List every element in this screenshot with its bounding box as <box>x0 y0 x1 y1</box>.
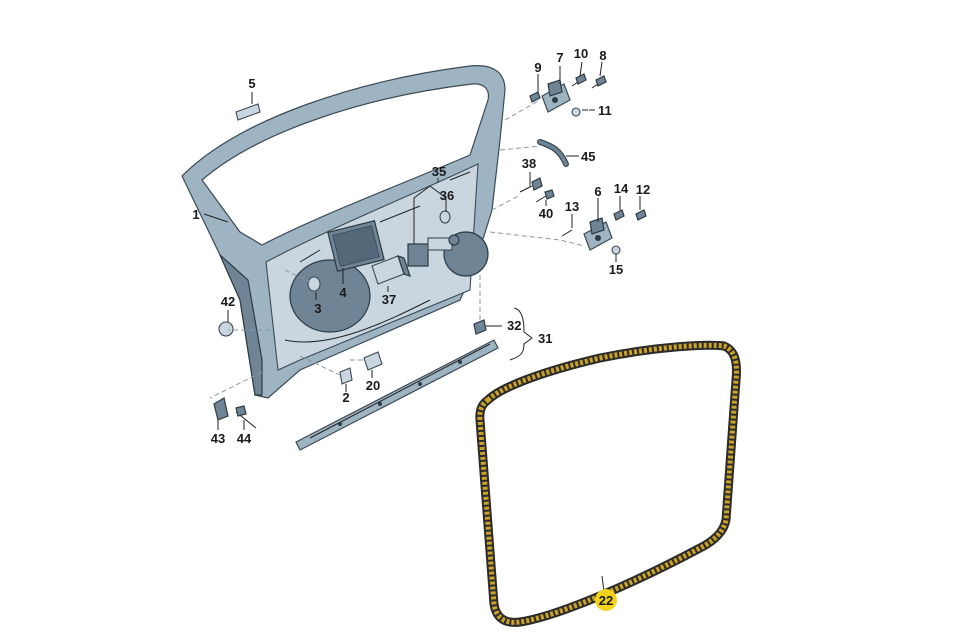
part-4-pad <box>327 220 385 272</box>
assembly-dashed-lines <box>209 99 585 399</box>
part-37-box <box>371 255 411 285</box>
part-22-seal <box>475 340 741 627</box>
callout-5: 5 <box>248 76 255 91</box>
callout-labels: 1 2 3 4 5 6 7 8 9 10 11 12 13 14 15 20 2… <box>192 46 650 608</box>
part-31-strip <box>295 319 499 451</box>
callout-43: 43 <box>211 431 225 446</box>
callout-45: 45 <box>581 149 595 164</box>
callout-38: 38 <box>522 156 536 171</box>
part-3-grommet <box>307 276 321 292</box>
callout-2: 2 <box>342 390 349 405</box>
callout-22: 22 <box>599 593 613 608</box>
callout-40: 40 <box>539 206 553 221</box>
part-7-hinge <box>541 79 571 113</box>
callout-6: 6 <box>594 184 601 199</box>
callout-36: 36 <box>440 188 454 203</box>
callout-4: 4 <box>339 285 347 300</box>
callout-32: 32 <box>507 318 521 333</box>
part-43-bracket <box>213 397 229 421</box>
callout-1: 1 <box>192 207 199 222</box>
callout-35: 35 <box>432 164 446 179</box>
callout-3: 3 <box>314 301 321 316</box>
label-dashes <box>576 109 595 157</box>
callout-20: 20 <box>366 378 380 393</box>
callout-9: 9 <box>534 60 541 75</box>
part-35-lock <box>407 234 460 267</box>
callout-11: 11 <box>598 103 612 118</box>
part-36-ring <box>439 210 451 224</box>
part-5-cap <box>235 103 261 121</box>
callout-22-highlight <box>595 589 617 611</box>
callout-14: 14 <box>614 181 629 196</box>
callout-10: 10 <box>574 46 588 61</box>
leader-lines <box>203 61 641 593</box>
callout-37: 37 <box>382 292 396 307</box>
callout-12: 12 <box>636 182 650 197</box>
part-20-clip <box>363 351 383 371</box>
callout-7: 7 <box>556 50 563 65</box>
part-42-plug <box>218 321 234 337</box>
part-45-hose <box>537 139 569 167</box>
callout-13: 13 <box>565 199 579 214</box>
hinge-upper-bolts <box>529 73 607 117</box>
callout-42: 42 <box>221 294 235 309</box>
part-6-hinge <box>561 209 647 255</box>
callout-8: 8 <box>599 48 606 63</box>
parts-38-40-bolts <box>519 177 555 203</box>
callout-15: 15 <box>609 262 623 277</box>
callout-44: 44 <box>237 431 252 446</box>
callout-31: 31 <box>538 331 552 346</box>
part-2-clip <box>339 367 353 385</box>
